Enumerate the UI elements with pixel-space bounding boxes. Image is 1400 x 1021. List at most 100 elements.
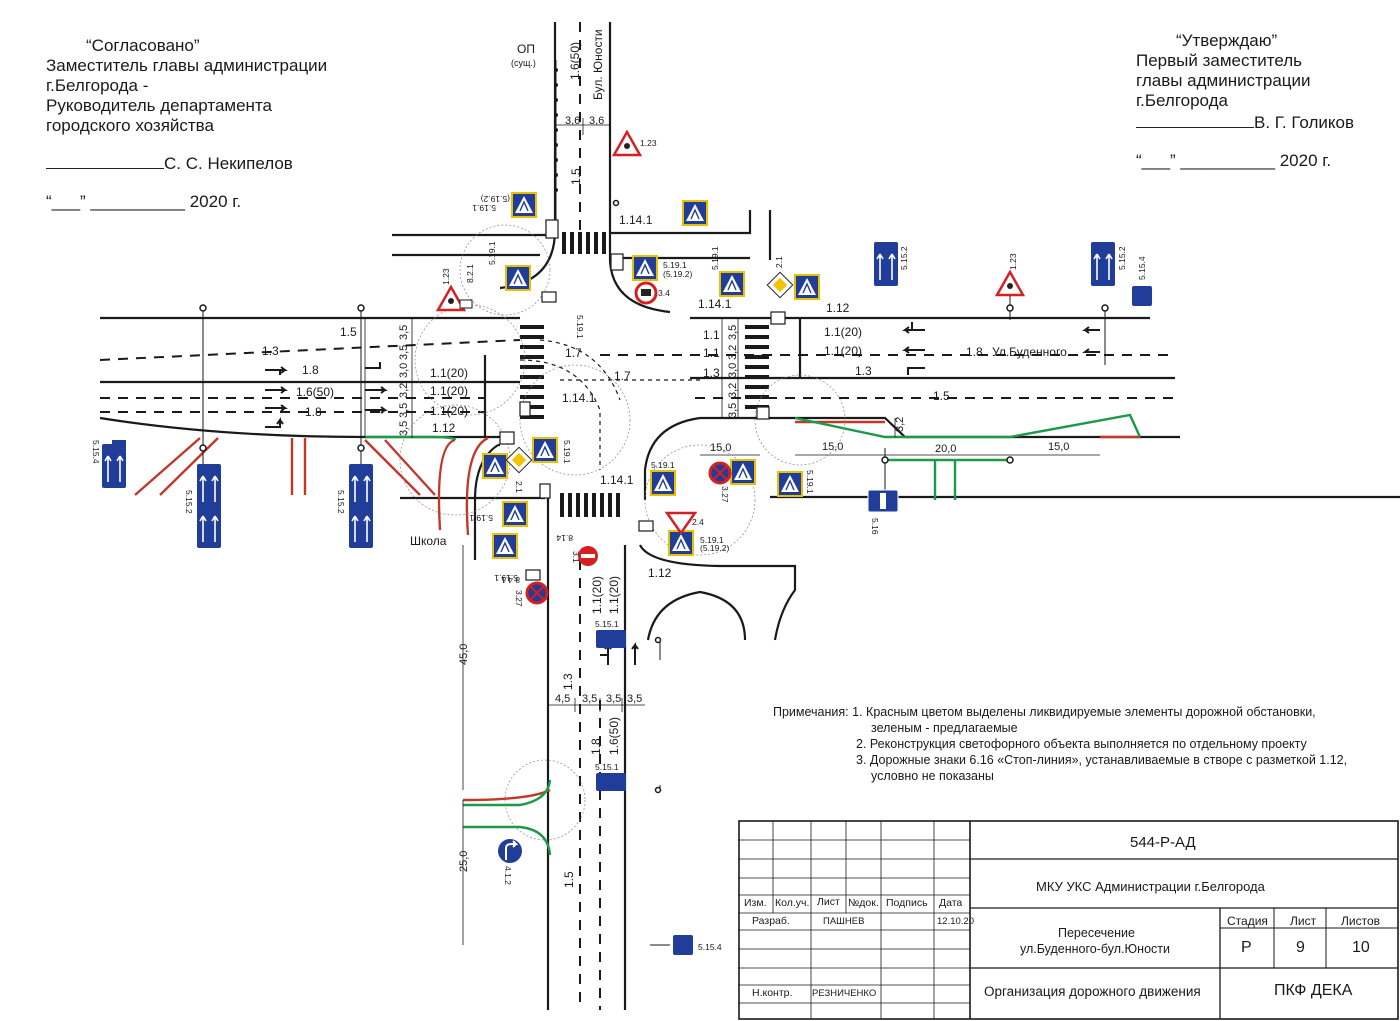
lane-sign-south-1-icon — [596, 630, 626, 648]
stamp-col-kol: Кол.уч. — [775, 897, 810, 909]
sign-label-8-14: 8.14 — [556, 533, 573, 543]
dim-15-0-c: 15,0 — [1048, 441, 1069, 453]
label-1-14-1-east: 1.14.1 — [698, 297, 732, 311]
label-1-14-1-centre: 1.14.1 — [562, 391, 596, 405]
stamp-stadia: Р — [1241, 939, 1252, 956]
note-3b: условно не показаны — [871, 769, 994, 783]
stamp-listov-header: Листов — [1341, 914, 1380, 928]
sign-label-5-19-1-j: 5.19.1 — [469, 513, 493, 523]
traffic-light-icon — [545, 219, 559, 239]
children-warning-sign-icon — [612, 130, 642, 157]
dim-3-2-w: 3,2 — [398, 383, 410, 398]
approval-left: “Согласовано” Заместитель главы админист… — [46, 36, 327, 212]
ped-crossing-sign-icon — [632, 255, 658, 281]
note-1a: 1. Красным цветом выделены ликвидируемые… — [852, 705, 1316, 719]
dim-3-5-e2: 3,5 — [727, 403, 739, 418]
dimension-lines — [364, 118, 1100, 945]
sign-label-1-23-a: 1.23 — [640, 138, 657, 148]
sign-label-5-19-2-b: (5.19.2) — [700, 543, 729, 553]
stamp-razrab-name: ПАШНЕВ — [823, 916, 865, 927]
sign-label-1-23-c: 1.23 — [441, 268, 451, 285]
post-markers — [199, 199, 1109, 794]
lane-direction-sign-icon — [348, 463, 374, 509]
label-1-3-south: 1.3 — [561, 673, 575, 690]
stamp-title-1: Пересечение — [1058, 926, 1135, 940]
approval-right-line1: Первый заместитель — [1136, 51, 1303, 70]
stamp-title-2: ул.Буденного-бул.Юности — [1020, 942, 1170, 956]
dim-3-2-e1: 3,2 — [727, 345, 739, 360]
ped-crossing-sign-icon — [719, 271, 745, 297]
traffic-light-icon — [756, 406, 770, 420]
main-road-sign-icon — [766, 271, 794, 299]
sign-label-3-1: 3.1 — [571, 551, 581, 563]
lane-direction-sign-icon — [196, 463, 222, 509]
dim-3-2-e2: 3,2 — [727, 383, 739, 398]
stamp-razrab: Разраб. — [752, 915, 790, 927]
approval-left-line3: Руководитель департамента — [46, 96, 272, 115]
label-1-8-west-a: 1.8 — [302, 363, 319, 377]
approval-right-title: “Утверждаю” — [1176, 31, 1278, 50]
traffic-light-icon — [525, 569, 541, 581]
approval-left-title: “Согласовано” — [86, 36, 200, 55]
stamp-col-ndok: №док. — [848, 897, 879, 909]
ped-crossing-sign-icon — [511, 192, 537, 218]
tablet-sign-icon — [459, 299, 473, 309]
stamp-col-izm: Изм. — [744, 897, 767, 909]
label-1-1-20-e1: 1.1(20) — [824, 325, 862, 339]
label-1-7-a: 1.7 — [565, 346, 582, 360]
road-signs — [101, 130, 1152, 955]
traffic-light-icon — [638, 520, 654, 532]
approval-right-date: “___” __________ — [1136, 151, 1275, 170]
dim-15-0-a: 15,0 — [710, 442, 731, 454]
label-1-6-50: 1.6(50) — [568, 42, 582, 80]
note-1b: зеленым - предлагаемые — [871, 721, 1018, 735]
label-1-5-west: 1.5 — [340, 325, 357, 339]
label-1-8-south: 1.8 — [589, 738, 603, 755]
removed-curb-1 — [437, 438, 456, 531]
approval-left-signer: С. С. Некипелов — [164, 154, 293, 173]
ped-crossing-sign-icon — [502, 501, 528, 527]
proposed-curb-4 — [463, 825, 552, 856]
lane-direction-sign-icon — [1090, 241, 1116, 287]
stop-line-ends — [483, 318, 802, 438]
lane-direction-sign-icon — [196, 503, 222, 549]
lane-arrows — [265, 322, 1100, 665]
dim-4-5: 4,5 — [555, 693, 570, 705]
stamp-subject: Организация дорожного движения — [984, 984, 1201, 999]
dim-25-0: 25,0 — [458, 851, 470, 872]
south-road-west-curb — [473, 443, 500, 560]
label-1-5-south: 1.5 — [562, 871, 576, 888]
stamp-col-podp: Подпись — [886, 897, 928, 909]
dim-3-0-e: 3,0 — [727, 363, 739, 378]
sign-label-4-1-2: 4.1.2 — [503, 866, 513, 885]
label-1-1-a: 1.1 — [703, 328, 720, 342]
ped-crossing-sign-icon — [482, 453, 508, 479]
sign-label-5-19-2-a: (5.19.2) — [663, 269, 692, 279]
sign-label-1-23-b: 1.23 — [1008, 253, 1018, 270]
note-2: 2. Реконструкция светофорного объекта вы… — [856, 737, 1307, 751]
stamp-org: МКУ УКС Администрации г.Белгорода — [1036, 879, 1265, 894]
sign-label-5-19-1-g: 5.19.1 — [562, 440, 572, 464]
removed-curb-2 — [465, 436, 489, 536]
label-1-1-20-s1: 1.1(20) — [590, 576, 604, 614]
sign-label-5-19-1-f: 5.19.1 — [575, 315, 585, 339]
label-1-12-south: 1.12 — [648, 566, 672, 580]
sign-label-5-15-2-b: 5.15.2 — [1117, 246, 1127, 270]
removed-elements — [134, 420, 1140, 802]
traffic-light-icon — [770, 311, 786, 325]
lane-direction-sign-icon — [348, 503, 374, 549]
stop-label: ОП — [517, 42, 535, 56]
dim-3-5-w2: 3,5 — [398, 345, 410, 360]
lane-end-sign-south-icon — [673, 935, 693, 955]
dim-45-0: 45,0 — [458, 644, 470, 665]
label-1-3-west: 1.3 — [262, 344, 279, 358]
approval-right-signer: В. Г. Голиков — [1254, 113, 1355, 132]
sign-label-3-27-b: 3.27 — [720, 486, 730, 503]
north-street-name: Бул. Юности — [591, 29, 605, 100]
lane-direction-sign-icon — [873, 241, 899, 287]
sign-label-5-19-1-k: 5.19.1 — [494, 573, 518, 583]
stamp-col-list: Лист — [817, 896, 840, 908]
stamp-listov: 10 — [1352, 939, 1370, 956]
label-1-5-north: 1.5 — [569, 168, 583, 185]
